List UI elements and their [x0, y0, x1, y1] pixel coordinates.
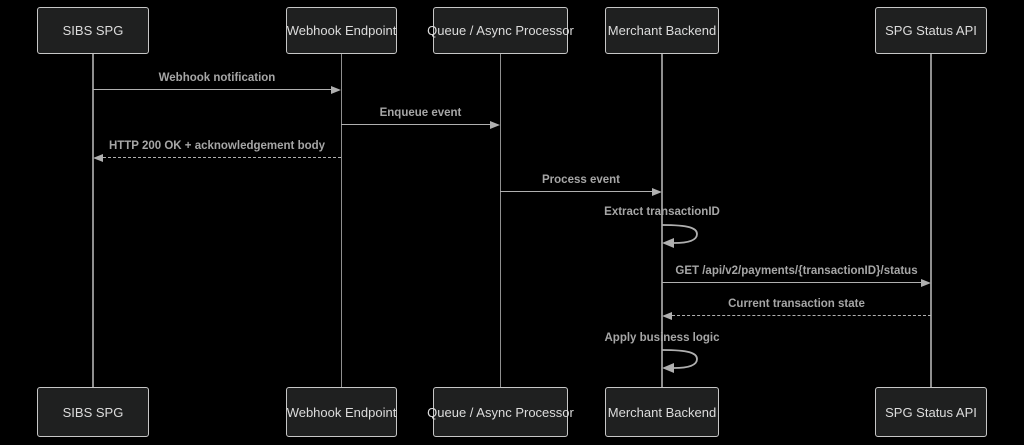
participant-label: Webhook Endpoint [286, 23, 397, 38]
participant-label: Merchant Backend [607, 404, 717, 420]
message-webhook-notification-line [93, 89, 331, 90]
participant-spg-status-api-top: SPG Status API [875, 7, 987, 54]
message-get-status-label: GET /api/v2/payments/{transactionID}/sta… [675, 265, 918, 277]
participant-label: SIBS SPG [62, 404, 124, 420]
message-current-transaction-state-line [672, 315, 931, 316]
self-loop-arrow [661, 224, 698, 248]
arrow-head-right-icon [490, 120, 500, 129]
message-http-200-line [103, 157, 341, 158]
participant-webhook-endpoint-bottom: Webhook Endpoint [286, 387, 397, 437]
message-process-event-line [500, 191, 652, 192]
lifeline-webhook-endpoint [340, 53, 343, 389]
message-extract-transactionid-label: Extract transactionID [604, 206, 720, 218]
participant-label: SIBS SPG [62, 23, 124, 38]
lifeline-spg-status-api [930, 53, 932, 389]
participant-merchant-backend-bottom: Merchant Backend [605, 387, 719, 437]
arrow-head-right-icon [652, 187, 662, 196]
participant-queue-async-processor-bottom: Queue / Async Processor [427, 387, 574, 437]
participant-sibs-spg-top: SIBS SPG [37, 7, 149, 54]
participant-label: SPG Status API [885, 404, 977, 420]
message-enqueue-event-line [341, 124, 490, 125]
participant-merchant-backend-top: Merchant Backend [605, 7, 719, 54]
lifeline-merchant-backend [661, 53, 663, 389]
message-process-event-label: Process event [542, 174, 620, 186]
lifeline-sibs-spg [92, 53, 94, 389]
arrow-head-left-icon [93, 153, 103, 162]
message-webhook-notification-label: Webhook notification [158, 72, 276, 84]
arrow-head-left-icon [662, 311, 672, 320]
participant-label: Queue / Async Processor [427, 23, 574, 38]
participant-label: SPG Status API [885, 23, 977, 38]
participant-label: Queue / Async Processor [427, 404, 574, 420]
participant-spg-status-api-bottom: SPG Status API [875, 387, 987, 437]
lifeline-queue-async-processor [499, 53, 502, 389]
message-current-transaction-state-label: Current transaction state [728, 298, 865, 310]
participant-queue-async-processor-top: Queue / Async Processor [427, 7, 574, 54]
participant-sibs-spg-bottom: SIBS SPG [37, 387, 149, 437]
participant-webhook-endpoint-top: Webhook Endpoint [286, 7, 397, 54]
participant-label: Webhook Endpoint [286, 404, 397, 420]
arrow-head-right-icon [331, 85, 341, 94]
message-enqueue-event-label: Enqueue event [379, 107, 462, 119]
participant-label: Merchant Backend [607, 23, 717, 38]
message-http-200-label: HTTP 200 OK + acknowledgement body [108, 140, 326, 152]
message-apply-business-logic-label: Apply business logic [604, 332, 720, 344]
arrow-head-right-icon [921, 278, 931, 287]
message-get-status-line [662, 282, 921, 283]
self-loop-arrow [661, 349, 698, 373]
